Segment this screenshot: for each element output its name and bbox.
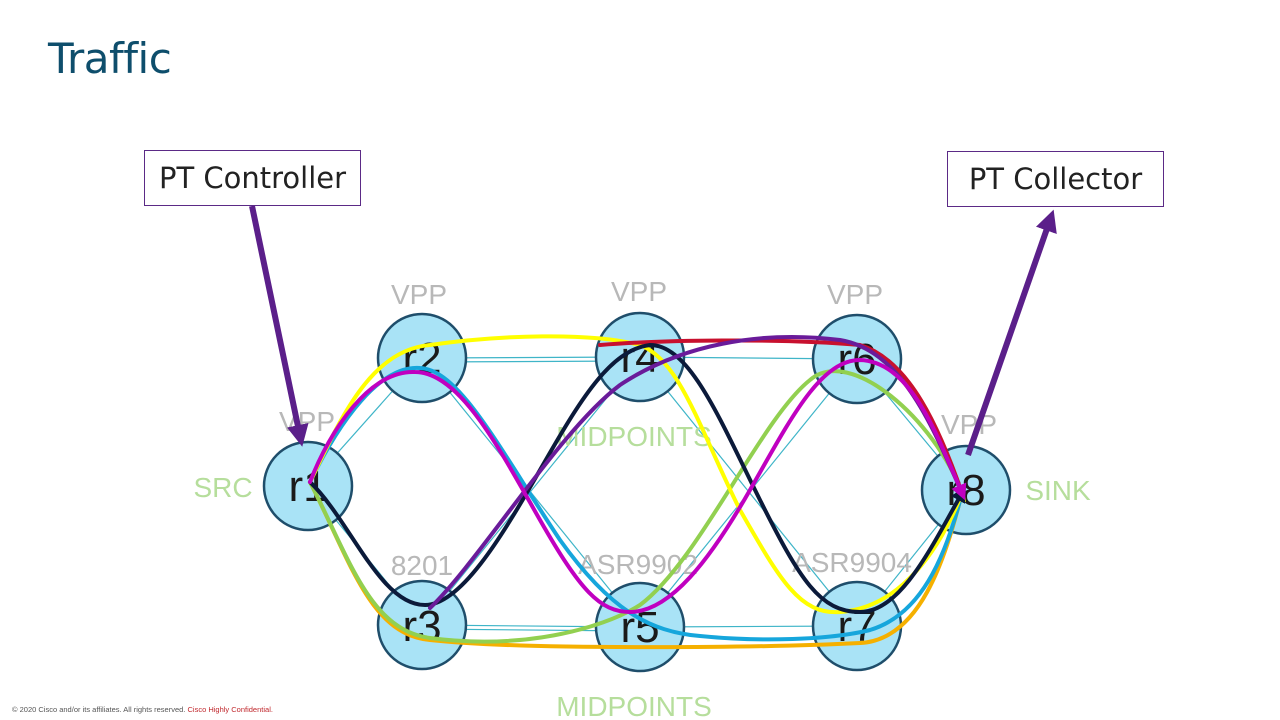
flow-magenta (308, 357, 967, 615)
sink-label: SINK (1025, 475, 1091, 506)
link-r3-r4 (421, 356, 641, 626)
page-title: Traffic (48, 34, 172, 83)
node-r3 (376, 579, 468, 671)
node-type-r7: ASR9904 (792, 547, 912, 578)
src-label: SRC (193, 472, 252, 503)
pt-collector-box: PT Collector (947, 151, 1164, 207)
node-type-r2: VPP (391, 279, 447, 310)
flow-yellow (308, 334, 967, 615)
node-label-r3: r3 (402, 602, 441, 651)
node-label-r2: r2 (402, 334, 441, 383)
controller-arrow (249, 205, 309, 447)
flow-green (308, 369, 964, 644)
collector-arrow (965, 209, 1057, 456)
node-type-r1: VPP (279, 406, 335, 437)
node-type-r8: VPP (941, 409, 997, 440)
node-type-r3: 8201 (391, 550, 453, 581)
node-r4 (594, 311, 686, 403)
pt-controller-box: PT Controller (144, 150, 361, 206)
footer-confidential: Cisco Highly Confidential. (187, 705, 273, 714)
pt-collector-label: PT Collector (968, 162, 1143, 196)
midpoints-label-bottom: MIDPOINTS (556, 691, 712, 720)
node-type-r6: VPP (827, 279, 883, 310)
node-type-r4: VPP (611, 276, 667, 307)
midpoints-label-top: MIDPOINTS (556, 421, 712, 452)
pt-controller-label: PT Controller (158, 161, 347, 195)
flow-navy (308, 342, 966, 615)
flow-cyan (308, 365, 964, 642)
footer-copyright: © 2020 Cisco and/or its affiliates. All … (12, 705, 186, 714)
footer: © 2020 Cisco and/or its affiliates. All … (12, 705, 273, 714)
